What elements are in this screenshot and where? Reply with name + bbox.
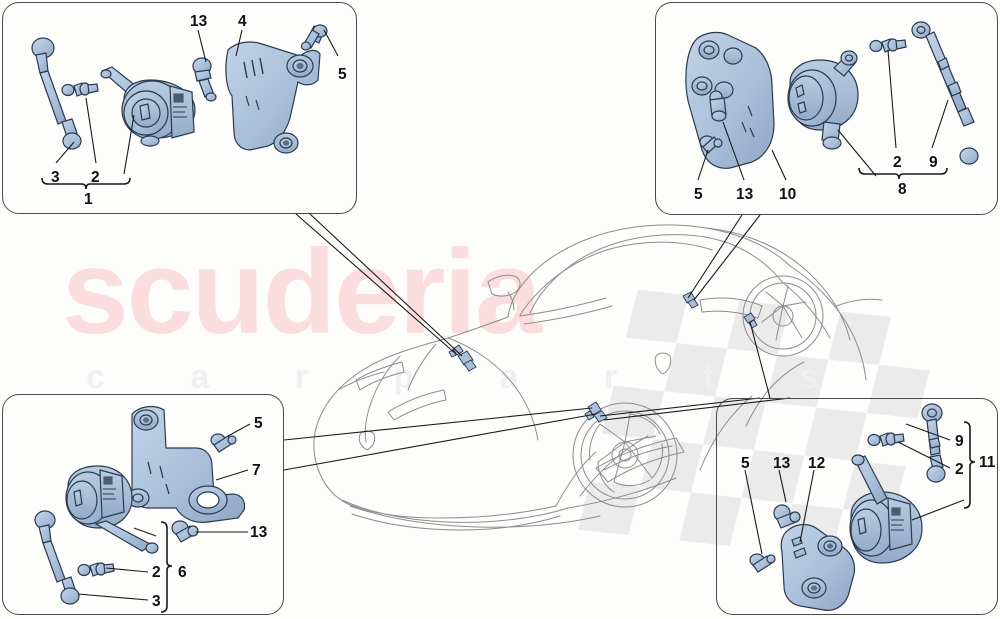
- highlighted-part-rear-left: [682, 291, 699, 309]
- highlighted-part-front-left: [448, 344, 477, 372]
- label-9-br: 9: [955, 433, 964, 450]
- part-13-stud-tr: [709, 90, 727, 122]
- label-6-bl: 6: [178, 564, 187, 581]
- panel-front-left-assembly: [2, 2, 357, 214]
- part-5-bolt-tl: [300, 24, 328, 51]
- panel-rear-left-assembly: [655, 2, 998, 215]
- part-9-link-tr: [911, 21, 979, 165]
- panel-front-right-assembly: [2, 394, 284, 615]
- label-4-tl: 4: [238, 13, 247, 30]
- part-11-actuator-br: [849, 454, 923, 564]
- part-13-bolt-br: [773, 504, 801, 529]
- part-5-bolt-bl: [210, 433, 237, 453]
- part-2-stud-br: [867, 432, 905, 447]
- watermark-tagline: c a r p a r t s: [86, 358, 857, 396]
- label-2-br: 2: [955, 461, 964, 478]
- label-11-br: 11: [979, 454, 996, 471]
- label-13-bl: 13: [250, 524, 268, 541]
- label-12-br: 12: [808, 455, 826, 472]
- label-5-bl: 5: [254, 415, 263, 432]
- part-12-bracket-br: [780, 523, 856, 611]
- label-5-tr: 5: [694, 186, 703, 203]
- panel-rear-right-assembly: [716, 398, 998, 615]
- part-9-link-br: [921, 403, 946, 483]
- highlighted-part-rear-right: [743, 312, 758, 329]
- label-1-tl: 1: [84, 191, 93, 208]
- label-5-br: 5: [741, 455, 750, 472]
- part-8-actuator-tr: [787, 50, 859, 150]
- part-3-ball-link-bl: [34, 510, 80, 605]
- part-5-bolt-tr: [699, 135, 723, 154]
- label-9-tr: 9: [929, 154, 938, 171]
- part-3-ball-link-tl: [31, 37, 82, 150]
- label-2-tr: 2: [893, 154, 902, 171]
- label-2-bl: 2: [152, 564, 161, 581]
- part-5-bolt-br: [749, 553, 776, 573]
- label-5-tl: 5: [338, 66, 347, 83]
- part-6-actuator-bl: [65, 465, 159, 554]
- part-4-bracket-tl: [225, 41, 321, 154]
- label-7-bl: 7: [252, 462, 261, 479]
- label-8-tr: 8: [898, 181, 907, 198]
- label-13-br: 13: [773, 455, 791, 472]
- part-2-stud-tr: [869, 38, 907, 53]
- part-13-bolt-bl: [171, 520, 199, 543]
- label-13-tr: 13: [736, 186, 754, 203]
- label-3-bl: 3: [152, 593, 161, 610]
- label-2-tl: 2: [91, 169, 100, 186]
- part-2-stud-tl: [61, 82, 99, 97]
- part-13-bolt-tl: [192, 57, 217, 102]
- watermark-brand: scuderia: [62, 225, 542, 359]
- part-1-actuator-tl: [100, 66, 196, 147]
- label-10-tr: 10: [779, 186, 797, 203]
- label-3-tl: 3: [51, 169, 60, 186]
- label-13-tl: 13: [190, 13, 208, 30]
